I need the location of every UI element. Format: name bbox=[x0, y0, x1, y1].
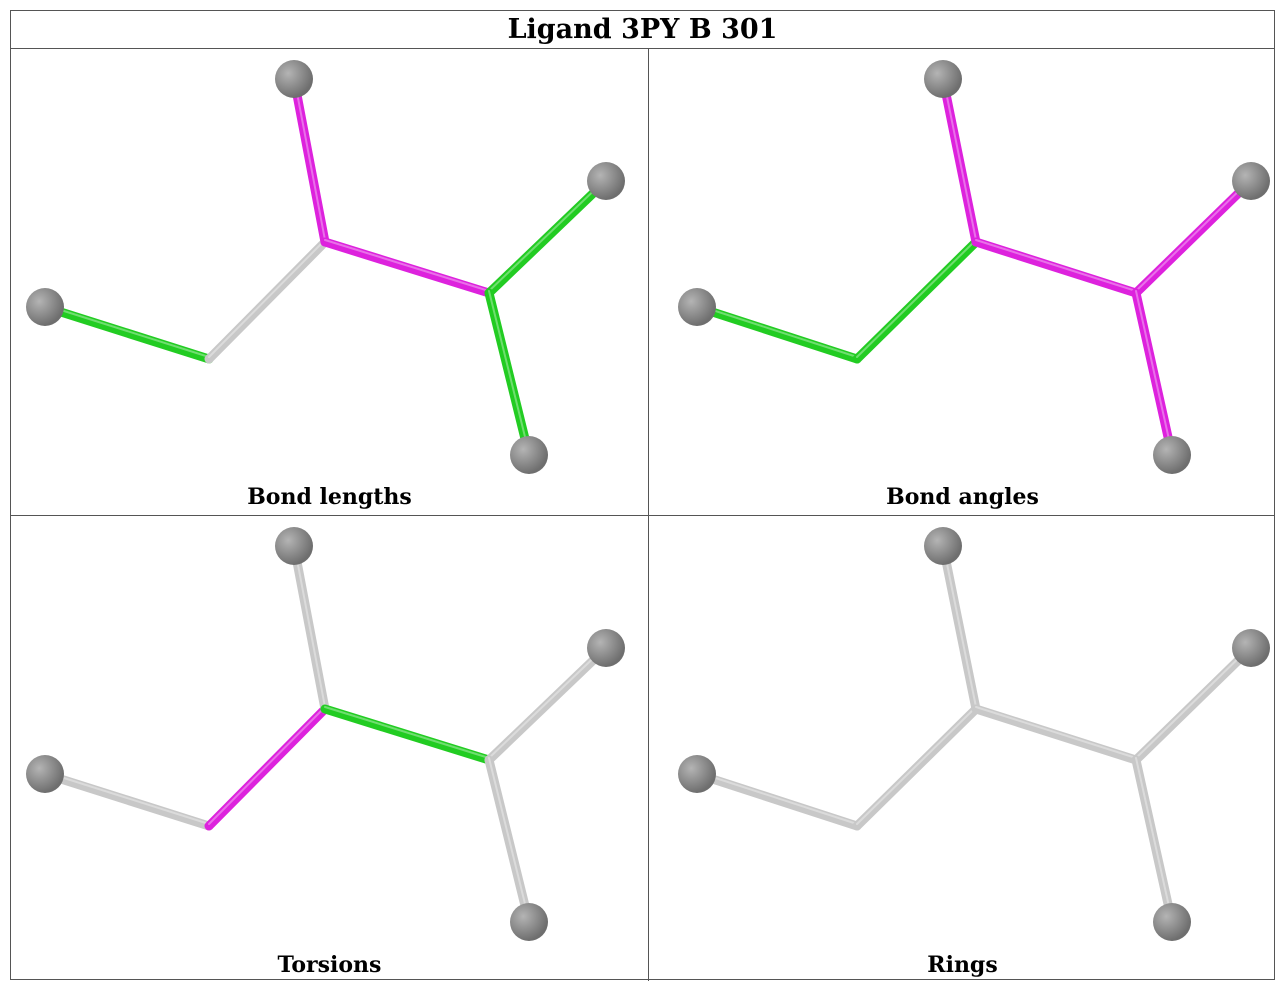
bond-c-e bbox=[971, 704, 1141, 765]
bond-e-g-highlight bbox=[488, 757, 530, 921]
bond-b-c bbox=[204, 237, 330, 364]
bond-c-e-highlight bbox=[975, 239, 1137, 292]
bond-e-f bbox=[1131, 643, 1256, 765]
molecule-view bbox=[678, 527, 1270, 941]
bond-e-f-highlight bbox=[488, 178, 607, 292]
bond-b-c bbox=[204, 704, 330, 831]
bond-c-d-highlight bbox=[293, 543, 326, 708]
table-header: Ligand 3PY B 301 bbox=[11, 11, 1274, 49]
bond-c-d-highlight bbox=[942, 76, 977, 241]
bond-c-e-highlight bbox=[975, 706, 1137, 759]
row-divider bbox=[11, 515, 1274, 516]
bond-a-b-highlight bbox=[44, 304, 210, 358]
atom-g bbox=[1153, 903, 1191, 941]
bond-a-b-highlight bbox=[44, 771, 210, 825]
bond-e-f-highlight bbox=[488, 645, 607, 759]
molecule-view bbox=[678, 60, 1270, 474]
bond-e-g-highlight bbox=[1135, 757, 1173, 921]
atom-g bbox=[510, 903, 548, 941]
bond-c-e-highlight bbox=[324, 706, 490, 759]
bond-a-b bbox=[40, 302, 214, 364]
atom-d bbox=[275, 527, 313, 565]
bond-c-d bbox=[938, 541, 981, 714]
panel-caption: Torsions bbox=[277, 952, 382, 978]
atom-d bbox=[924, 527, 962, 565]
bond-e-f bbox=[484, 643, 611, 765]
atom-f bbox=[587, 629, 625, 667]
bond-b-c-highlight bbox=[856, 239, 977, 358]
bond-e-g bbox=[484, 755, 534, 927]
panel-caption: Bond angles bbox=[886, 484, 1039, 510]
atom-a bbox=[26, 288, 64, 326]
bond-c-d bbox=[289, 541, 330, 714]
bond-a-b bbox=[692, 302, 862, 364]
bond-c-e bbox=[971, 237, 1141, 298]
bond-a-b bbox=[692, 769, 862, 831]
panel-rings: Rings bbox=[649, 516, 1275, 981]
ligand-table: Ligand 3PY B 301 Bond lengths Bond angle… bbox=[10, 10, 1275, 981]
atom-f bbox=[1232, 629, 1270, 667]
bond-c-d bbox=[289, 74, 330, 247]
bond-e-g bbox=[1131, 755, 1177, 927]
panel-caption: Rings bbox=[927, 952, 998, 978]
atom-a bbox=[678, 755, 716, 793]
atom-a bbox=[26, 755, 64, 793]
bond-b-c bbox=[852, 704, 981, 831]
panel-caption: Bond lengths bbox=[247, 484, 412, 510]
molecule-view bbox=[26, 527, 625, 941]
bond-b-c-highlight bbox=[856, 706, 977, 825]
atom-g bbox=[1153, 436, 1191, 474]
bond-a-b-highlight bbox=[696, 304, 858, 358]
atom-g bbox=[510, 436, 548, 474]
bond-e-f bbox=[484, 176, 611, 298]
bond-b-c bbox=[852, 237, 981, 364]
bond-c-e-highlight bbox=[324, 239, 490, 292]
bond-a-b bbox=[40, 769, 214, 831]
bond-e-g bbox=[484, 288, 534, 460]
bond-e-f-highlight bbox=[1135, 645, 1252, 759]
bond-e-f bbox=[1131, 176, 1256, 298]
column-divider bbox=[648, 48, 649, 981]
bond-c-d-highlight bbox=[942, 543, 977, 708]
atom-f bbox=[1232, 162, 1270, 200]
ligand-title: Ligand 3PY B 301 bbox=[507, 14, 778, 45]
panel-bond-angles: Bond angles bbox=[649, 49, 1275, 515]
atom-a bbox=[678, 288, 716, 326]
atom-d bbox=[275, 60, 313, 98]
panel-torsions: Torsions bbox=[11, 516, 648, 981]
bond-b-c-highlight bbox=[208, 239, 326, 358]
panel-bond-lengths: Bond lengths bbox=[11, 49, 648, 515]
bond-c-d-highlight bbox=[293, 76, 326, 241]
bond-c-e bbox=[320, 704, 494, 765]
bond-c-d bbox=[938, 74, 981, 247]
bond-e-f-highlight bbox=[1135, 178, 1252, 292]
bond-a-b-highlight bbox=[696, 771, 858, 825]
bond-e-g-highlight bbox=[1135, 290, 1173, 454]
atom-d bbox=[924, 60, 962, 98]
bond-b-c-highlight bbox=[208, 706, 326, 825]
atom-f bbox=[587, 162, 625, 200]
bond-c-e bbox=[320, 237, 494, 298]
molecule-view bbox=[26, 60, 625, 474]
bond-e-g bbox=[1131, 288, 1177, 460]
bond-e-g-highlight bbox=[488, 290, 530, 454]
